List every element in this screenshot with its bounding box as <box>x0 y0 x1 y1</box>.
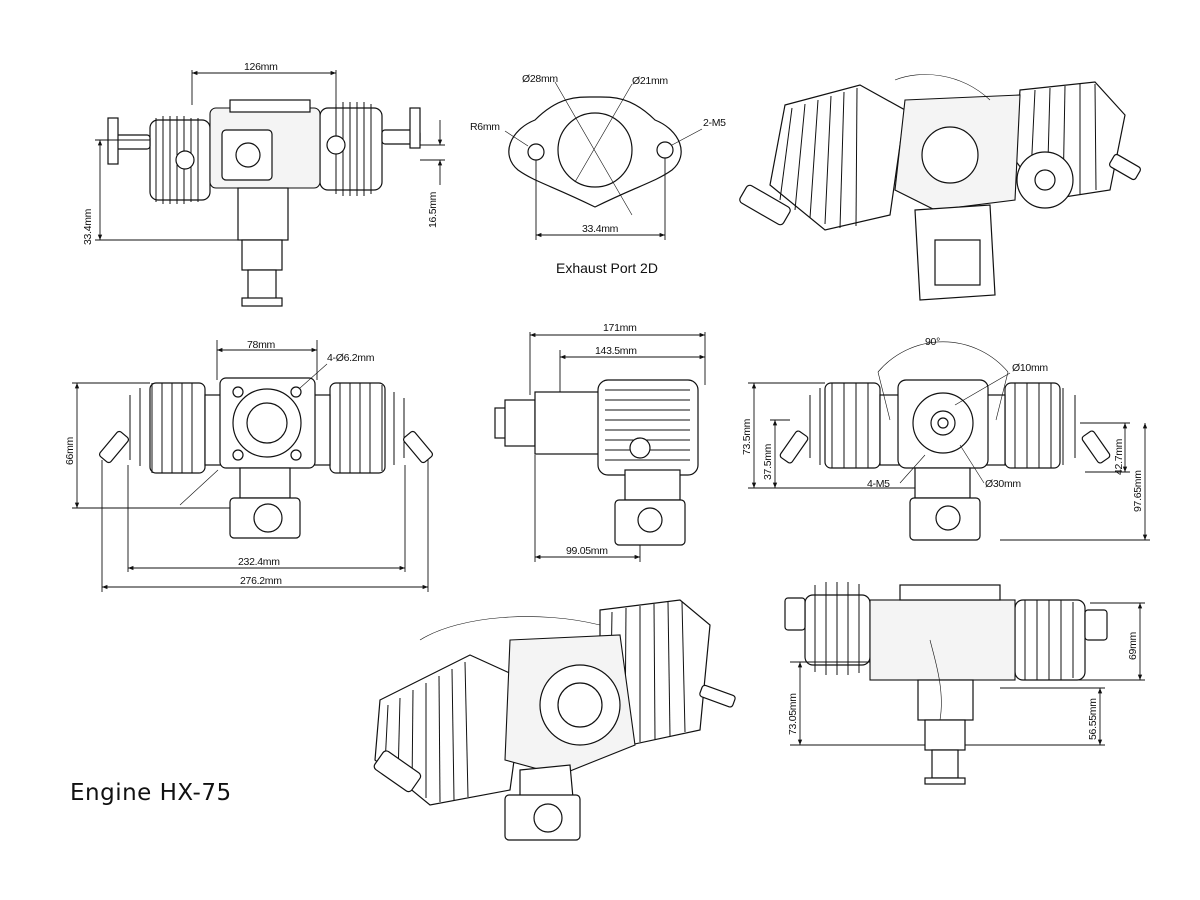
bolt-spacing-label: 33.4mm <box>582 223 619 235</box>
side-cylinder-fins <box>605 389 690 461</box>
rear-view-engine: 90° Ø10mm Ø30mm 4-M5 73.5mm 37.5mm 42.7m… <box>741 336 1150 541</box>
width-126-label: 126mm <box>244 61 278 73</box>
h-42-7-label: 42.7mm <box>1113 438 1125 475</box>
span-276-label: 276.2mm <box>240 575 282 587</box>
iso-left-fins <box>779 87 858 229</box>
height-16-5-label: 16.5mm <box>427 191 439 228</box>
height-33-4-label: 33.4mm <box>82 208 94 245</box>
drawing-title: Engine HX-75 <box>70 780 232 806</box>
hub-diameter-label: Ø30mm <box>985 478 1021 490</box>
front-view-engine: 78mm 4-Ø6.2mm 66mm 232.4mm 276.2mm <box>64 339 434 592</box>
left-cylinder-fins <box>155 116 199 204</box>
front-right-fins <box>339 383 405 473</box>
radius-label: R6mm <box>470 121 500 133</box>
h-37-5-label: 37.5mm <box>762 443 774 480</box>
offset-99-label: 99.05mm <box>566 545 608 557</box>
flange-78-label: 78mm <box>247 339 276 351</box>
top-view-engine: 126mm <box>82 61 445 307</box>
isometric-engine-bottom <box>373 599 736 841</box>
inner-diameter-label: Ø21mm <box>632 75 668 87</box>
rear-bolts-label: 4-M5 <box>867 478 890 490</box>
height-66-label: 66mm <box>64 436 76 465</box>
h-56-55-label: 56.55mm <box>1087 698 1099 740</box>
outer-diameter-label: Ø28mm <box>522 73 558 85</box>
holes-label: 4-Ø6.2mm <box>327 352 375 364</box>
rear-left-fins <box>809 383 869 468</box>
front-left-fins <box>129 383 193 473</box>
exhaust-caption: Exhaust Port 2D <box>556 260 658 276</box>
bottom-right-fins <box>1024 600 1074 680</box>
h-73-5-label: 73.5mm <box>741 418 753 455</box>
length-143-label: 143.5mm <box>595 345 637 357</box>
side-view-engine: 171mm 143.5mm 99.05mm <box>494 322 706 562</box>
h-97-65-label: 97.65mm <box>1132 470 1144 512</box>
shaft-diameter-label: Ø10mm <box>1012 362 1048 374</box>
h-73-05-label: 73.05mm <box>787 693 799 735</box>
angle-label: 90° <box>925 336 940 348</box>
bolt-label: 2-M5 <box>703 117 726 129</box>
bottom-view-engine: 69mm 73.05mm 56.55mm <box>784 582 1145 785</box>
height-69-label: 69mm <box>1127 631 1139 660</box>
length-171-label: 171mm <box>603 322 637 334</box>
rear-right-fins <box>1014 383 1076 468</box>
span-232-label: 232.4mm <box>238 556 280 568</box>
bottom-left-fins <box>814 582 860 675</box>
exhaust-port-drawing: Ø28mm Ø21mm R6mm 2-M5 33.4mm Exhaust Por… <box>470 73 726 276</box>
isometric-engine-top <box>739 74 1141 301</box>
iso-bottom-left-fins <box>384 661 469 803</box>
